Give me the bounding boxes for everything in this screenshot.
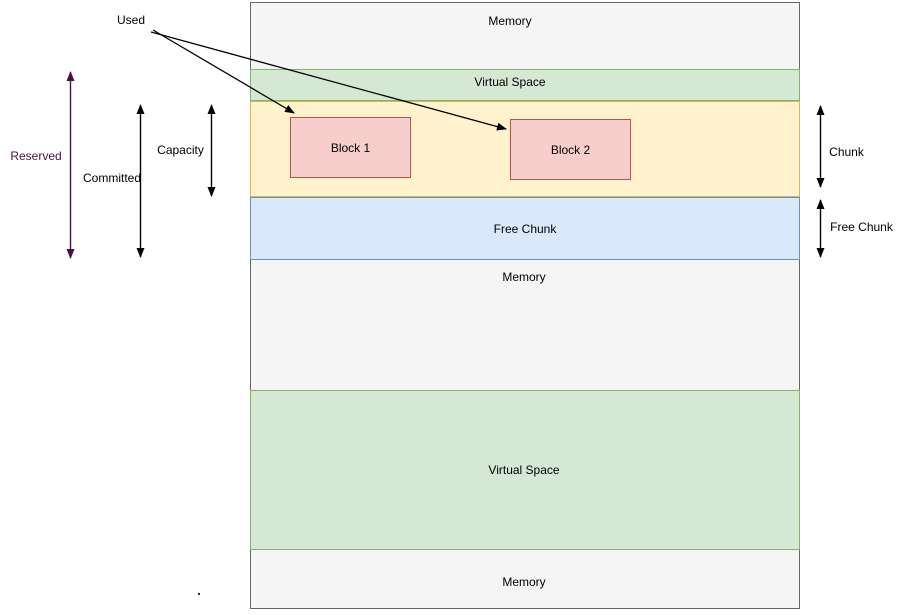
virtual-space-bottom-band: [250, 390, 800, 550]
block-2: Block 2: [510, 119, 631, 180]
block-2-label: Block 2: [550, 142, 591, 157]
memory-mid-label: Memory: [502, 270, 546, 284]
block-1-label: Block 1: [330, 140, 371, 155]
used-label: Used: [116, 13, 145, 27]
committed-label: Committed: [82, 171, 141, 185]
reserved-label: Reserved: [10, 149, 62, 163]
virtual-space-top-label: Virtual Space: [474, 75, 546, 89]
free-chunk-band: [250, 197, 800, 260]
virtual-space-bottom-label: Virtual Space: [488, 463, 560, 477]
free-chunk-annotation-label: Free Chunk: [830, 220, 893, 234]
stray-dot: [198, 593, 200, 595]
capacity-label: Capacity: [157, 143, 204, 157]
chunk-annotation-label: Chunk: [829, 145, 864, 159]
memory-top-label: Memory: [488, 14, 532, 28]
block-1: Block 1: [290, 117, 411, 178]
free-chunk-band-label: Free Chunk: [493, 222, 557, 236]
memory-bottom-label: Memory: [502, 575, 546, 589]
